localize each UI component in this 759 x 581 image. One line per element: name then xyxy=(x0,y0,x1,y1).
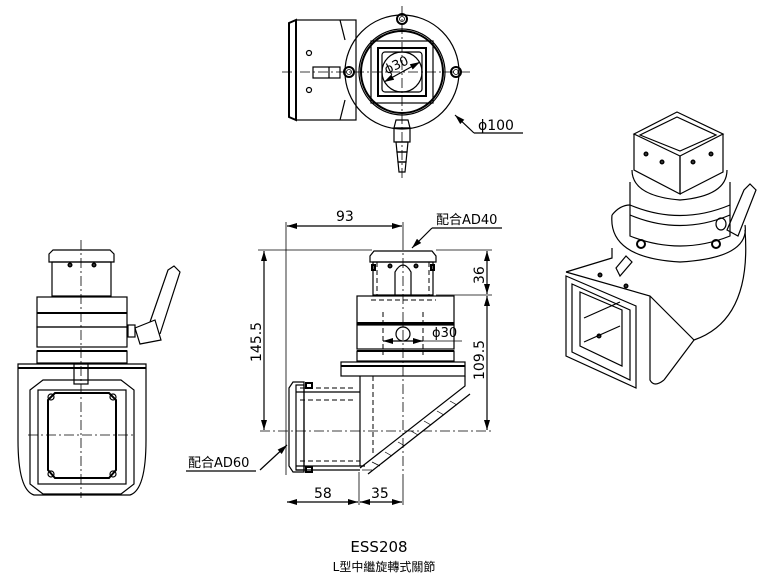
mating-ad60-label: 配合AD60 xyxy=(188,456,249,471)
dim-height-36: 36 xyxy=(472,266,488,284)
dim-width-58: 58 xyxy=(314,486,332,502)
model-description: L型中繼旋轉式關節 xyxy=(333,559,436,574)
dim-width-35: 35 xyxy=(371,486,389,502)
top-inner-diameter-label: ϕ30 xyxy=(382,54,411,78)
iso-socket-frame xyxy=(565,275,637,389)
dim-inner-diameter-30: ϕ30 xyxy=(432,326,457,341)
side-view xyxy=(17,240,181,498)
iso-lever-handle xyxy=(715,183,757,237)
dim-height-109-5: 109.5 xyxy=(472,340,488,380)
front-view: 93 配合AD40 145.5 36 109.5 ϕ30 配合AD60 58 3… xyxy=(186,209,502,505)
dim-height-145-5: 145.5 xyxy=(249,322,265,362)
hatched-wall-section xyxy=(362,400,458,471)
isometric-view xyxy=(565,111,757,389)
dim-width-93: 93 xyxy=(336,209,354,225)
side-socket-opening xyxy=(47,392,117,479)
mating-ad40-label: 配合AD40 xyxy=(436,213,497,228)
outer-diameter-label: ϕ100 xyxy=(478,118,514,134)
top-view-side-body xyxy=(288,18,357,122)
side-lever-handle xyxy=(127,265,181,345)
model-number: ESS208 xyxy=(350,538,407,556)
top-view: ϕ30 ϕ100 xyxy=(282,6,523,178)
